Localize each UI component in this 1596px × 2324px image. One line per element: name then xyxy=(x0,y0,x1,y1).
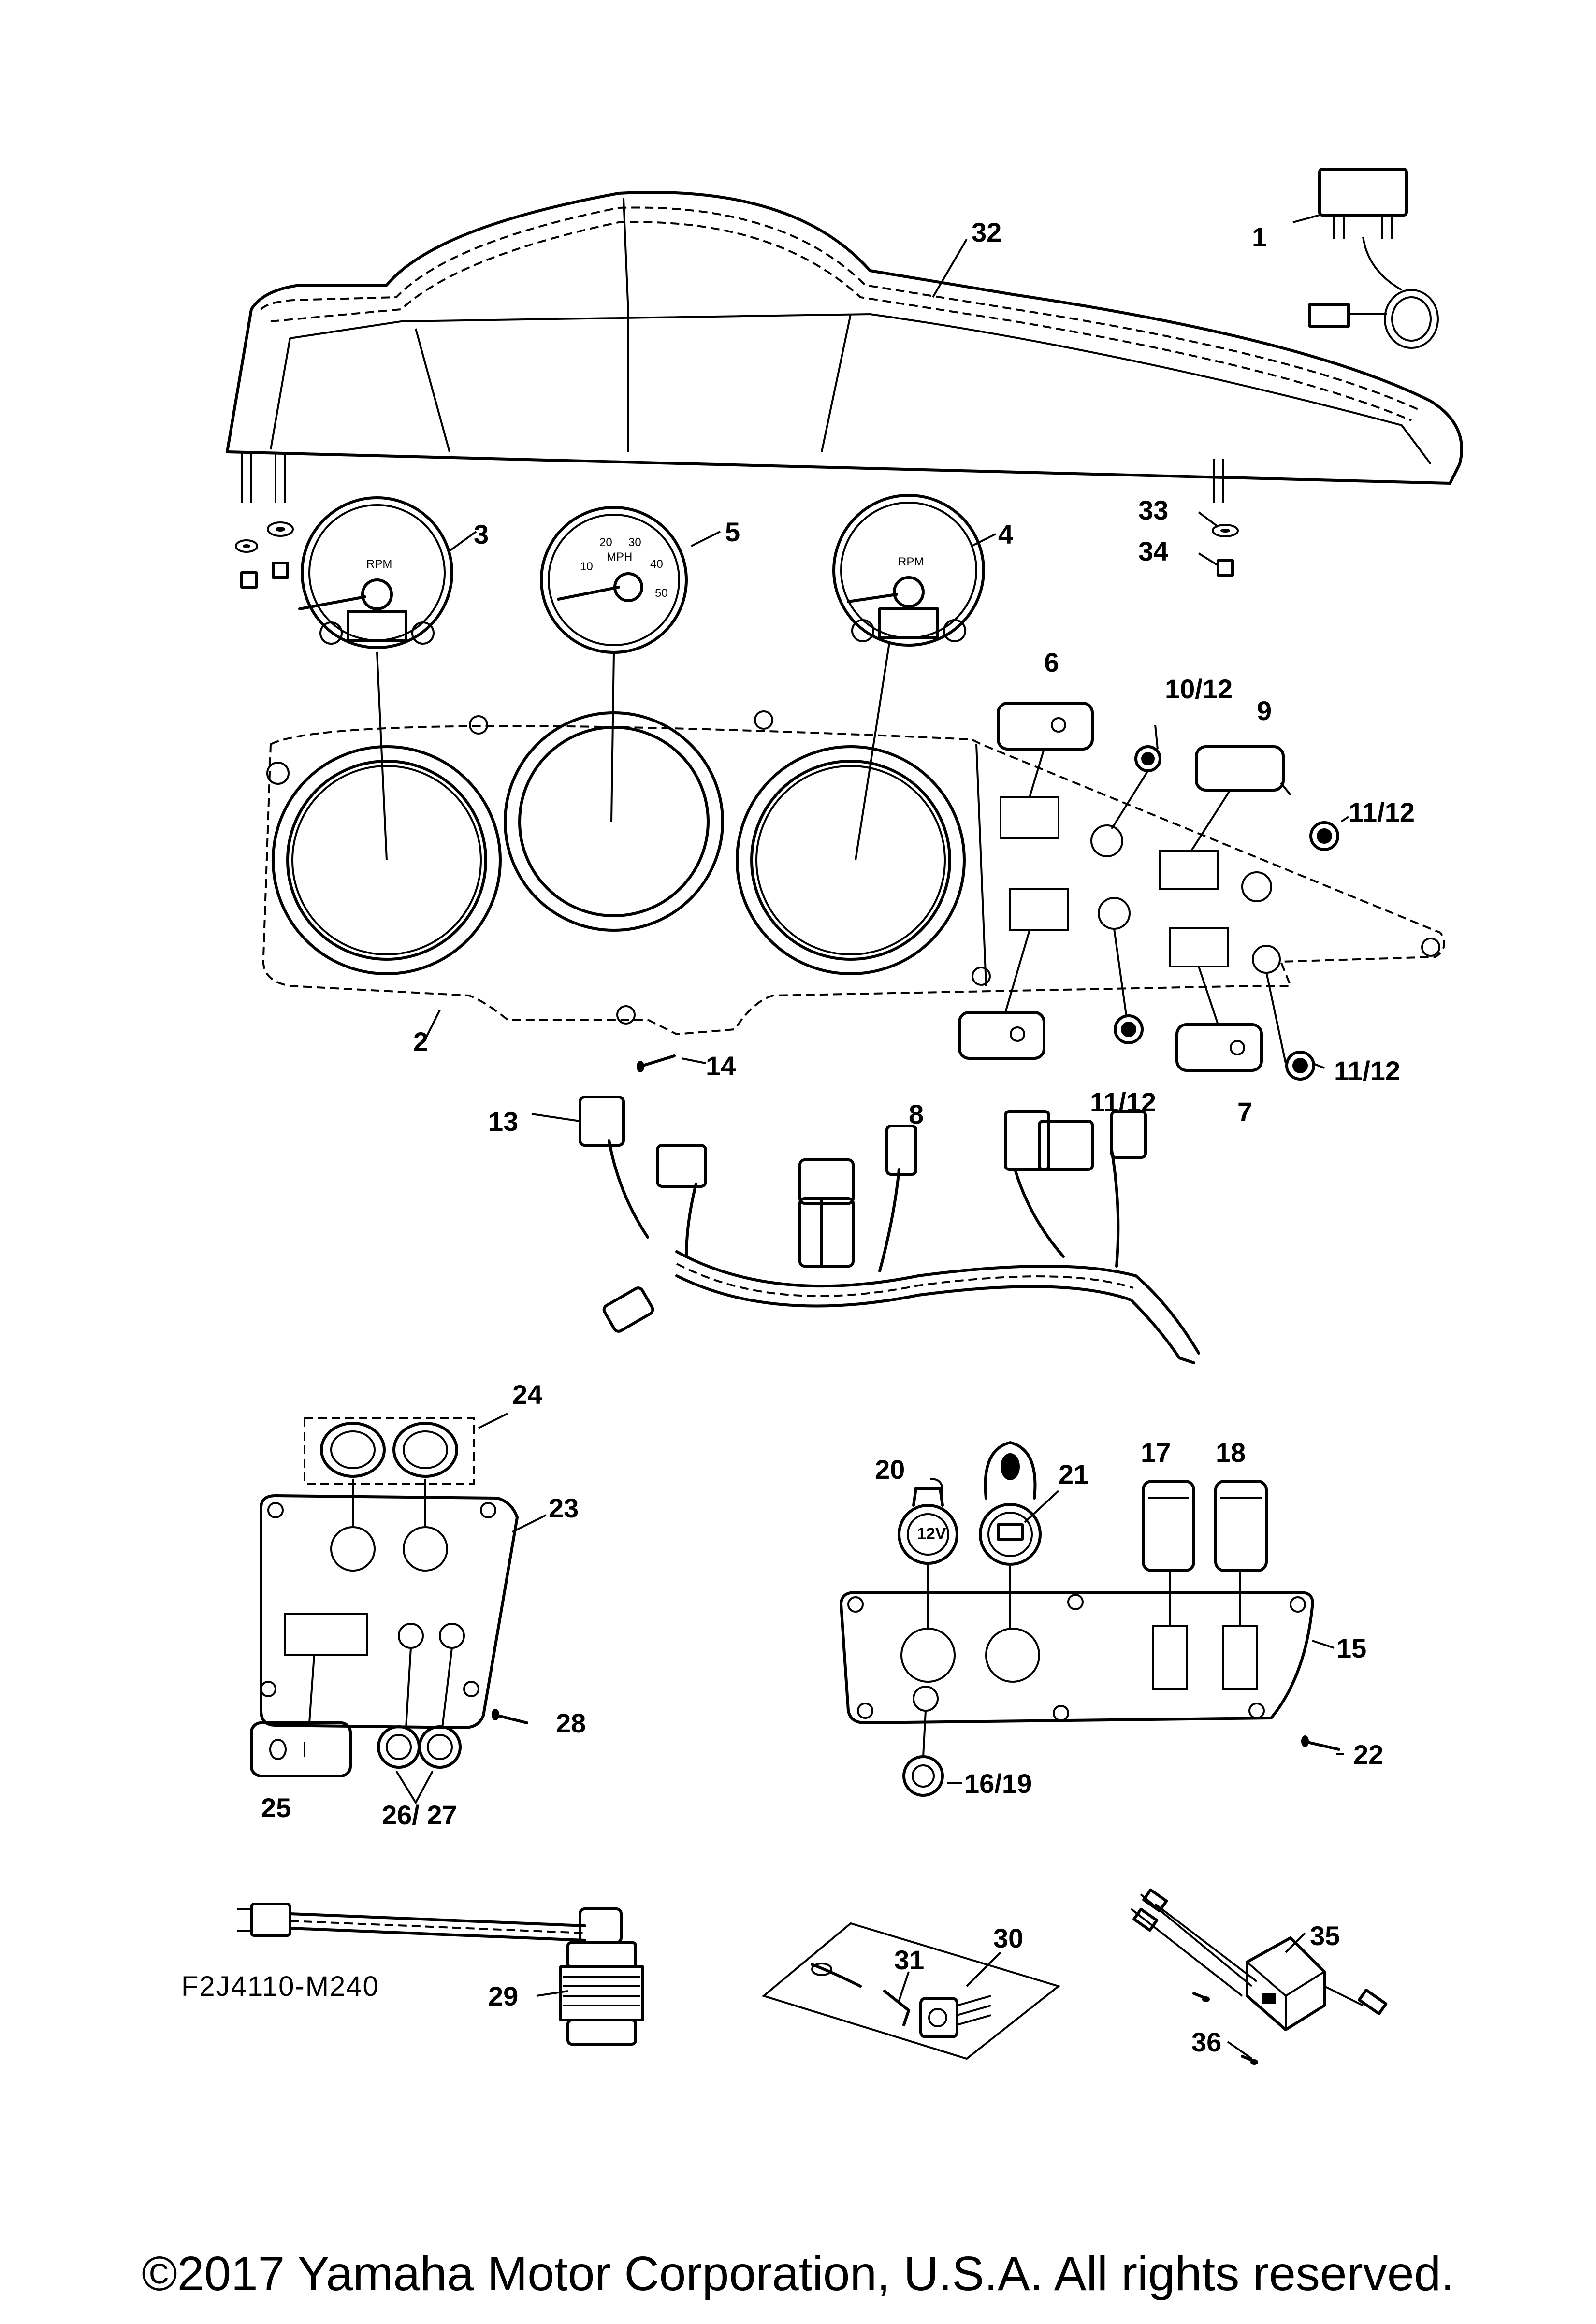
tach-right-unit-label: RPM xyxy=(898,555,924,568)
callout-16-19: 16/19 xyxy=(964,1768,1032,1799)
callout-22: 22 xyxy=(1353,1739,1383,1770)
callout-31: 31 xyxy=(894,1945,924,1975)
speedo-tick-30: 30 xyxy=(628,536,641,549)
callout-1: 1 xyxy=(1252,222,1267,252)
callout-14: 14 xyxy=(706,1051,736,1081)
caps-part-24 xyxy=(304,1417,475,1485)
plugs-part-10-11 xyxy=(1114,745,1339,1081)
drawing-code: F2J4110-M240 xyxy=(181,1971,379,2002)
dash-panel-part-2 xyxy=(262,710,1445,1036)
callout-30: 30 xyxy=(993,1923,1023,1953)
callout-29: 29 xyxy=(488,1981,518,2011)
tachometer-right-part-4: RPM xyxy=(832,494,985,647)
callout-21: 21 xyxy=(1059,1459,1088,1489)
callout-10-12: 10/12 xyxy=(1165,674,1233,704)
callout-17: 17 xyxy=(1141,1437,1171,1468)
switch-panel-part-15 xyxy=(840,1563,1314,1724)
callout-11-12-c: 11/12 xyxy=(1334,1055,1400,1086)
callout-18: 18 xyxy=(1216,1437,1246,1468)
sensor-part-29 xyxy=(237,1903,644,2046)
speedo-tick-50: 50 xyxy=(655,587,668,600)
callout-26-27: 26/ 27 xyxy=(382,1800,457,1830)
callout-2: 2 xyxy=(413,1026,428,1057)
callout-11-12-b: 11/12 xyxy=(1090,1087,1156,1117)
callout-28: 28 xyxy=(556,1708,586,1738)
relay-box-part-35-36 xyxy=(1130,1888,1388,2065)
switch-part-18 xyxy=(1214,1480,1268,1572)
callout-33: 33 xyxy=(1138,495,1168,525)
callout-3: 3 xyxy=(474,519,489,549)
callout-leaders xyxy=(424,214,1349,2060)
key-kit-part-30-31 xyxy=(761,1922,1061,2060)
callout-labels: 1 32 3 5 4 33 34 6 10/12 9 11/12 2 14 8 … xyxy=(261,217,1415,2057)
speedometer-part-5: MPH 10 20 30 40 50 xyxy=(540,506,688,654)
callout-15: 15 xyxy=(1336,1633,1366,1663)
callout-32: 32 xyxy=(972,217,1001,247)
switch-part-17 xyxy=(1142,1480,1195,1572)
callout-13: 13 xyxy=(488,1106,518,1137)
washers-and-nuts xyxy=(235,521,1239,589)
callout-36: 36 xyxy=(1191,2027,1221,2057)
rocker-switch-part-25 xyxy=(250,1655,352,1777)
switch-part-7 xyxy=(1175,1023,1263,1072)
speedo-unit-label: MPH xyxy=(607,550,632,563)
callout-11-12-a: 11/12 xyxy=(1349,797,1415,827)
copyright-notice: ©2017 Yamaha Motor Corporation, U.S.A. A… xyxy=(142,2247,1454,2301)
callout-7: 7 xyxy=(1237,1097,1252,1127)
callout-25: 25 xyxy=(261,1792,291,1823)
callout-8: 8 xyxy=(909,1099,924,1129)
callout-24: 24 xyxy=(512,1379,542,1410)
switch-part-6 xyxy=(997,702,1094,751)
callout-20: 20 xyxy=(875,1454,905,1485)
screw-part-14 xyxy=(637,1054,676,1072)
tach-unit-label: RPM xyxy=(366,558,392,571)
usb-socket-part-21 xyxy=(979,1441,1042,1566)
socket-12v-label: 12V xyxy=(917,1525,946,1543)
speedo-tick-40: 40 xyxy=(650,558,663,571)
callout-9: 9 xyxy=(1257,695,1272,726)
callout-34: 34 xyxy=(1138,536,1168,566)
dash-cover-part-32 xyxy=(226,191,1463,503)
grommets-part-26-27 xyxy=(377,1647,462,1805)
switch-part-8 xyxy=(958,1011,1045,1060)
callout-4: 4 xyxy=(998,519,1013,549)
switch-panel-part-23 xyxy=(260,1479,519,1729)
speedo-tick-20: 20 xyxy=(599,536,612,549)
callout-23: 23 xyxy=(549,1493,579,1523)
speedo-tick-10: 10 xyxy=(580,560,593,573)
callout-6: 6 xyxy=(1044,647,1059,678)
tachometer-left-part-3: RPM xyxy=(298,496,453,649)
switch-part-9 xyxy=(1195,745,1285,792)
socket-part-20: 12V xyxy=(898,1487,958,1565)
callout-5: 5 xyxy=(725,517,740,547)
screw-part-22 xyxy=(1301,1735,1340,1751)
grommet-part-16-19 xyxy=(902,1710,944,1797)
screw-part-28 xyxy=(492,1709,528,1724)
module-part-1 xyxy=(1308,168,1439,349)
callout-35: 35 xyxy=(1310,1920,1340,1951)
wire-harness-part-13 xyxy=(579,1096,1200,1364)
